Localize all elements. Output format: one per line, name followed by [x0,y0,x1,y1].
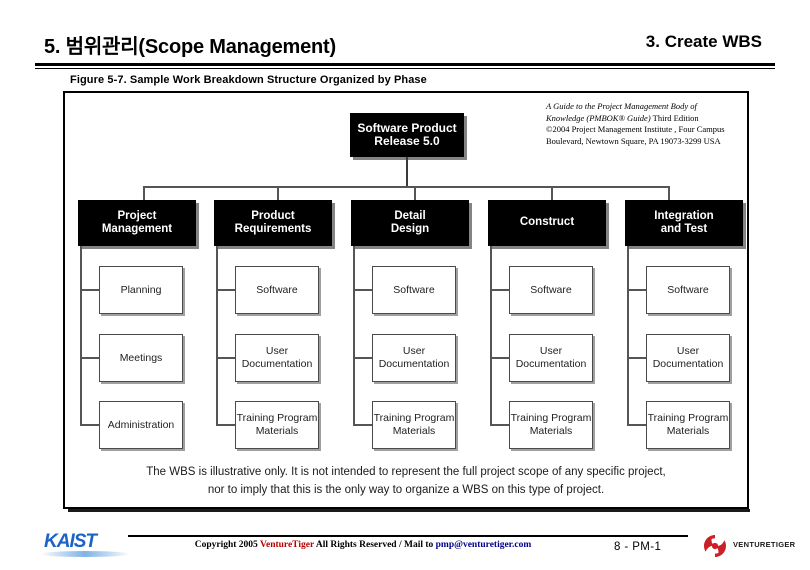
wbs-leaf-4-2-line2: Documentation [515,358,587,370]
wbs-leaf-4-3-line1: Training Program [510,412,592,424]
wbs-leaf-2-1[interactable]: Software [235,266,319,314]
wbs-leaf-3-3[interactable]: Training Program Materials [372,401,456,449]
wbs-leaf-2-2-line2: Documentation [241,358,313,370]
wbs-leaf-3-3-line1: Training Program [373,412,455,424]
wbs-phase-2-line2: Requirements [234,223,312,235]
copyright-middle: All Rights Reserved / Mail to [314,540,436,550]
wbs-leaf-1-1-line1: Planning [120,283,162,296]
brand-name: VentureTiger [259,540,314,550]
wbs-phase-4-line1: Construct [519,216,575,229]
kaist-swoosh-icon [40,551,130,557]
wbs-leaf-3-1[interactable]: Software [372,266,456,314]
wbs-leaf-3-2[interactable]: User Documentation [372,334,456,382]
attribution-line-2: Knowledge (PMBOK® Guide) [546,112,651,123]
wbs-note-line-1: The WBS is illustrative only. It is not … [146,466,666,478]
wbs-leaf-4-1-line1: Software [530,283,572,296]
wbs-leaf-5-2-line2: Documentation [652,358,724,370]
wbs-leaf-3-1-line1: Software [393,283,435,296]
wbs-root-label-line1: Software Product [357,120,457,135]
wbs-phase-node-1[interactable]: Project Management [78,200,196,246]
wbs-leaf-5-3-line1: Training Program [647,412,729,424]
attribution-line-1: A Guide to the Project Management Body o… [546,101,697,111]
wbs-phase-node-2[interactable]: Product Requirements [214,200,332,246]
figure-caption: Figure 5-7. Sample Work Breakdown Struct… [70,74,427,86]
wbs-phase-node-4[interactable]: Construct [488,200,606,246]
wbs-phase-1-line1: Project [117,209,157,222]
wbs-phase-3-line1: Detail [394,209,426,222]
section-title: 3. Create WBS [645,32,762,51]
wbs-leaf-3-2-line2: Documentation [378,358,450,370]
wbs-leaf-5-1-line1: Software [667,283,709,296]
wbs-leaf-2-3-line2: Materials [255,425,299,437]
contact-email-link[interactable]: pmp@venturetiger.com [435,540,532,550]
footer-divider [128,535,688,537]
attribution-line-3: ©2004 Project Management Institute , Fou… [546,124,725,134]
attribution-line-4: Boulevard, Newtown Square, PA 19073-3299… [546,135,721,146]
wbs-leaf-5-1[interactable]: Software [646,266,730,314]
wbs-phase-node-5[interactable]: Integration and Test [625,200,743,246]
wbs-leaf-4-2-line1: User [539,345,563,357]
copyright-prefix: Copyright 2005 [194,540,260,550]
wbs-leaf-5-3[interactable]: Training Program Materials [646,401,730,449]
wbs-leaf-4-2[interactable]: User Documentation [509,334,593,382]
wbs-disclaimer-note: The WBS is illustrative only. It is not … [90,463,722,499]
kaist-wordmark: KAIST [44,531,97,552]
wbs-leaf-4-3[interactable]: Training Program Materials [509,401,593,449]
wbs-leaf-2-1-line1: Software [256,283,298,296]
wbs-note-line-2: nor to imply that this is the only way t… [207,484,605,496]
venturetiger-wordmark: VENTURETIGER [733,540,796,549]
wbs-leaf-5-3-line2: Materials [666,425,710,437]
page-title: 5. 범위관리(Scope Management) [44,36,336,58]
wbs-leaf-1-2[interactable]: Meetings [99,334,183,382]
slide-number: 8 - PM-1 [614,541,662,553]
wbs-leaf-3-2-line1: User [402,345,426,357]
wbs-leaf-1-3-line1: Administration [107,418,175,431]
attribution-line-2b: Third Edition [650,112,699,123]
wbs-leaf-2-3[interactable]: Training Program Materials [235,401,319,449]
wbs-phase-node-3[interactable]: Detail Design [351,200,469,246]
wbs-leaf-2-2[interactable]: User Documentation [235,334,319,382]
kaist-logo: KAIST [40,530,132,560]
wbs-leaf-4-1[interactable]: Software [509,266,593,314]
wbs-phase-1-line2: Management [101,223,173,235]
wbs-root-node[interactable]: Software Product Release 5.0 [350,113,464,157]
wbs-leaf-5-2-line1: User [676,345,700,357]
wbs-phase-5-line2: and Test [660,223,708,235]
wbs-leaf-1-1[interactable]: Planning [99,266,183,314]
wbs-root-label-line2: Release 5.0 [374,134,440,148]
venturetiger-swirl-icon [704,535,726,557]
wbs-leaf-2-2-line1: User [265,345,289,357]
footer-copyright: Copyright 2005 VentureTiger All Rights R… [128,540,598,550]
header-divider-thick [35,63,775,66]
venturetiger-logo: VENTURETIGER [700,531,800,563]
wbs-leaf-2-3-line1: Training Program [236,412,318,424]
wbs-leaf-3-3-line2: Materials [392,425,436,437]
wbs-phase-5-line1: Integration [654,209,714,222]
source-attribution: A Guide to the Project Management Body o… [546,101,768,147]
wbs-leaf-4-3-line2: Materials [529,425,573,437]
wbs-phase-3-line2: Design [390,223,430,235]
slide-header: 5. 범위관리(Scope Management) 3. Create WBS [0,0,810,70]
wbs-leaf-5-2[interactable]: User Documentation [646,334,730,382]
header-divider-thin [35,68,775,69]
wbs-phase-2-line1: Product [251,209,295,222]
wbs-leaf-1-3[interactable]: Administration [99,401,183,449]
wbs-leaf-1-2-line1: Meetings [119,351,163,364]
